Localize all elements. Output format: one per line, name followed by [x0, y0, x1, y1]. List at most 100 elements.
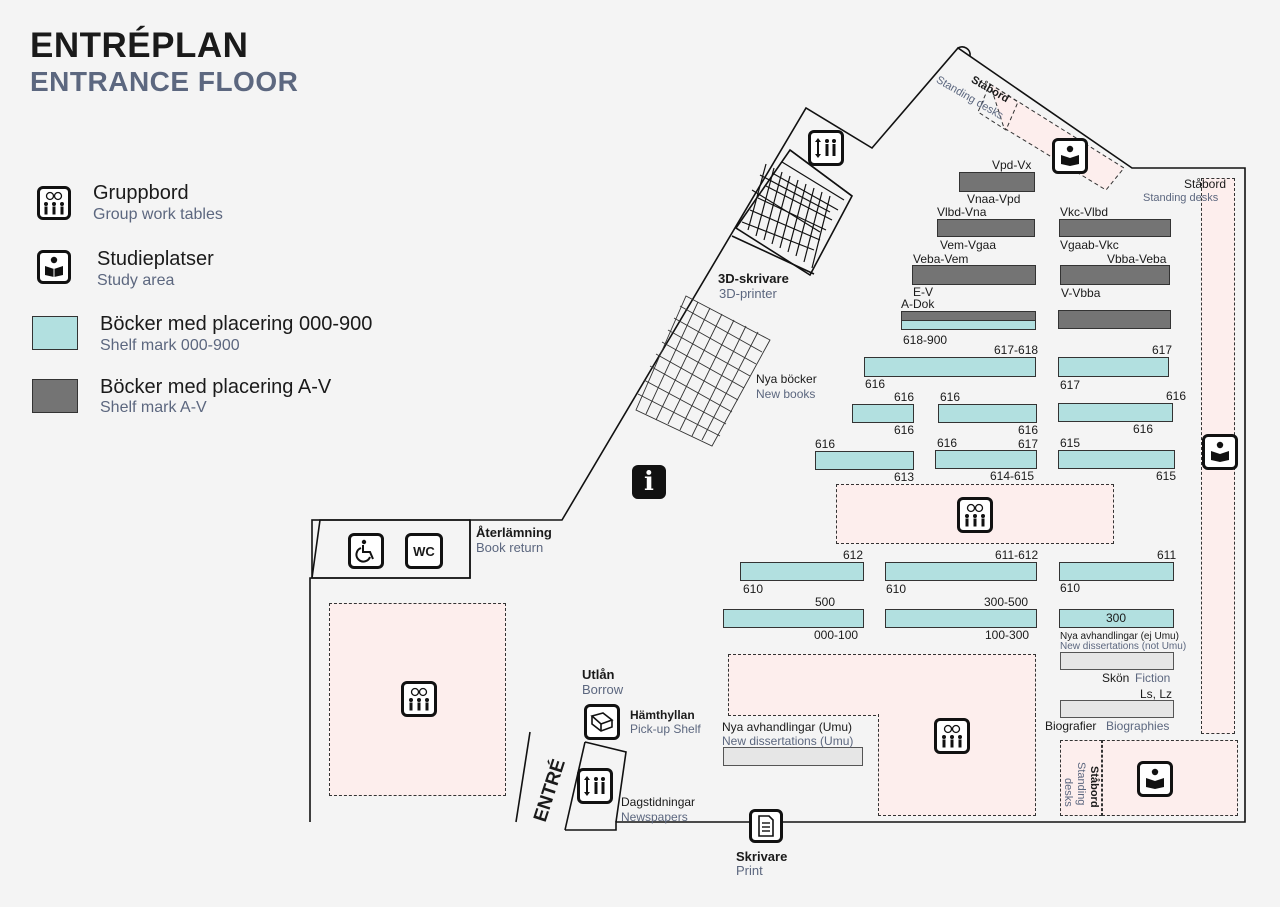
shelf-label: 000-100: [814, 628, 859, 642]
shelf-616-617-618: [864, 357, 1036, 377]
printer3d-sublabel: 3D-printer: [719, 286, 777, 301]
legend-study-label: Studieplatser: [97, 248, 214, 270]
newspapers-sublabel: Newspapers: [621, 810, 688, 824]
shelf-label: 616: [865, 377, 886, 391]
shelf-label: Vem-Vgaa: [940, 238, 997, 252]
diss-umu-label: Nya avhandlingar (Umu): [722, 720, 853, 734]
shelf-label: A-Dok: [901, 297, 935, 311]
fiction-label: Skön: [1102, 671, 1130, 685]
print-sublabel: Print: [736, 863, 763, 878]
elevator-icon-bottom: [577, 768, 613, 804]
group-table-icon: [957, 497, 993, 533]
shelf-v-vbba: [1058, 310, 1171, 329]
shelf-label: 611: [1157, 548, 1177, 562]
fiction-sublabel: Fiction: [1135, 671, 1171, 685]
shelf-label: 613: [894, 470, 915, 484]
shelf-616-right: [1058, 403, 1173, 422]
shelf-label: 615: [1156, 469, 1177, 483]
legend-group-label: Gruppbord: [93, 182, 189, 204]
legend-grey-label: Böcker med placering A-V: [100, 376, 332, 398]
shelf-617: [1058, 357, 1169, 377]
shelf-label: Vkc-Vlbd: [1060, 205, 1109, 219]
newspapers-label: Dagstidningar: [621, 795, 696, 809]
shelf-label: 616: [1133, 422, 1154, 436]
shelf-label: 616: [894, 390, 915, 404]
pickup-shelf-icon: [584, 704, 620, 740]
diss-umu-sublabel: New dissertations (Umu): [722, 734, 854, 748]
pickup-label: Hämthyllan: [630, 708, 695, 722]
shelf-label: 616: [815, 437, 836, 451]
teal-swatch: [32, 316, 78, 350]
shelf-label: 612: [843, 548, 864, 562]
page-title: ENTRÉPLAN: [30, 26, 249, 65]
shelf-vbba: [1060, 265, 1170, 285]
shelf-label: 611-612: [995, 548, 1039, 562]
diss-notumu-label: Nya avhandlingar (ej Umu): [1060, 631, 1179, 642]
shelf-label: 616: [937, 436, 958, 450]
shelf-vpd-vx: [959, 172, 1035, 192]
shelf-613: [815, 451, 914, 470]
shelf-100-500: [885, 609, 1037, 628]
standing-sublabel-bottom-1: Standing: [1075, 762, 1087, 806]
study-area-icon: [1052, 138, 1088, 174]
zone-bottom-right-standing: [1060, 740, 1102, 816]
ls-lz-label: Ls, Lz: [1140, 687, 1173, 701]
study-area-icon: [1137, 761, 1173, 797]
info-icon: i: [632, 465, 666, 499]
shelf-label: Vpd-Vx: [992, 158, 1032, 172]
legend-teal-sublabel: Shelf mark 000-900: [100, 337, 240, 354]
wheelchair-icon: [348, 533, 384, 569]
shelf-label: Vgaab-Vkc: [1060, 238, 1119, 252]
legend-group-sublabel: Group work tables: [93, 206, 223, 223]
biographies-sublabel: Biographies: [1106, 719, 1170, 733]
shelf-label: Vnaa-Vpd: [967, 192, 1021, 206]
shelf-614-615: [935, 450, 1037, 469]
print-label: Skrivare: [736, 849, 788, 864]
shelf-label: 616: [894, 423, 915, 437]
group-table-icon: [37, 186, 71, 220]
return-label: Återlämning: [476, 525, 552, 540]
legend-teal-label: Böcker med placering 000-900: [100, 313, 373, 335]
shelf-label: Vlbd-Vna: [937, 205, 987, 219]
shelf-vkc: [1059, 219, 1171, 237]
shelf-label: 100-300: [985, 628, 1030, 642]
legend-study-sublabel: Study area: [97, 272, 175, 289]
shelf-610-612: [740, 562, 864, 581]
shelf-616-small: [852, 404, 914, 423]
shelf-label: 610: [1060, 581, 1081, 595]
shelf-vlbd: [937, 219, 1035, 237]
wc-icon: WC: [405, 533, 443, 569]
shelf-000-500: [723, 609, 864, 628]
shelf-label: 300: [1106, 611, 1127, 625]
standing-label-bottom: Ståbord: [1088, 766, 1100, 808]
borrow-label: Utlån: [582, 667, 615, 682]
diss-notumu-sublabel: New dissertations (not Umu): [1060, 641, 1187, 652]
elevator-icon-top: [808, 130, 844, 166]
shelf-label: 616: [1018, 423, 1039, 437]
standing-sublabel-right: Standing desks: [1143, 192, 1219, 204]
shelf-label: 617: [1152, 343, 1173, 357]
shelf-label: 618-900: [903, 333, 948, 347]
study-area-icon: [1202, 434, 1238, 470]
page-subtitle: ENTRANCE FLOOR: [30, 66, 299, 97]
shelf-300: [1059, 609, 1174, 628]
shelf-label: 615: [1060, 436, 1081, 450]
shelf-label: Vbba-Veba: [1107, 252, 1167, 266]
shelf-610-611-612: [885, 562, 1037, 581]
shelf-label: 614-615: [990, 469, 1035, 483]
shelf-label: 616: [940, 390, 961, 404]
shelf-label: Veba-Vem: [913, 252, 969, 266]
newbooks-label: Nya böcker: [756, 372, 817, 386]
shelf-diss-umu: [723, 747, 863, 766]
grey-swatch: [32, 379, 78, 413]
shelf-615: [1058, 450, 1175, 469]
shelf-biographies: [1060, 700, 1174, 718]
study-area-icon: [37, 250, 71, 284]
shelf-label: 617: [1060, 378, 1081, 392]
printer-icon: [749, 809, 783, 843]
biographies-label: Biografier: [1045, 719, 1097, 733]
shelf-label: 500: [815, 595, 836, 609]
standing-sublabel-bottom-2: desks: [1062, 778, 1074, 807]
pickup-sublabel: Pick-up Shelf: [630, 722, 701, 736]
shelf-610-611: [1059, 562, 1174, 581]
